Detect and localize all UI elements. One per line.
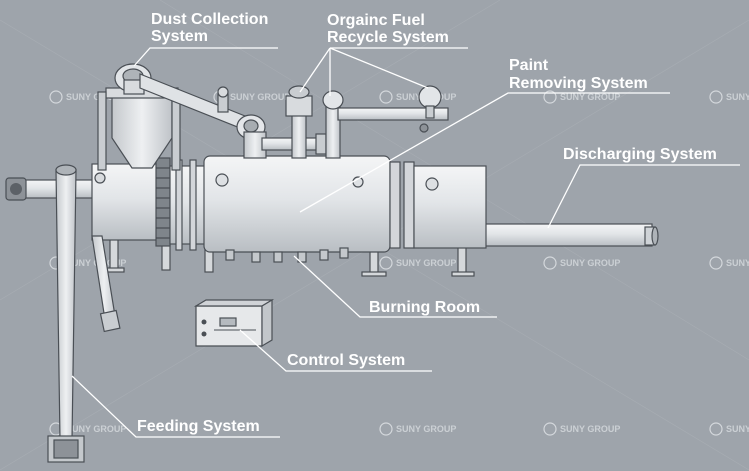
label-burning-room: Burning Room [369,299,480,316]
watermark: SUNY GROUP [709,90,749,104]
fuel-recycle-unit [217,85,449,159]
leader-discharging [547,164,740,229]
watermark: SUNY GROUP [543,422,620,436]
feed-inlet-pipe [5,177,101,201]
svg-text:SUNY GROUP: SUNY GROUP [726,258,749,268]
label-organic-fuel-line1: Orgainc Fuel [327,12,425,29]
drum-rings-right [389,161,415,249]
label-feeding-system: Feeding System [137,418,260,435]
svg-text:SUNY GROUP: SUNY GROUP [560,258,620,268]
watermark: SUNY GROUP [543,256,620,270]
left-end-drum [91,163,163,241]
leader-burning [293,255,497,318]
watermark: SUNY GROUP [379,422,456,436]
label-organic-fuel-line2: Recycle System [327,29,449,46]
label-paint-removing-line2: Removing System [509,75,648,92]
callout-labels: Dust Collection System Orgainc Fuel Recy… [137,11,717,435]
feeding-conveyor [47,164,85,463]
watermark: SUNY GROUP [709,422,749,436]
svg-text:SUNY GROUP: SUNY GROUP [560,424,620,434]
right-end-chamber [413,165,487,249]
svg-text:SUNY GROUP: SUNY GROUP [66,424,126,434]
dust-collector [97,63,181,171]
burner-nozzles [225,247,349,263]
watermark: SUNY GROUP [379,90,456,104]
svg-text:SUNY GROUP: SUNY GROUP [726,92,749,102]
machine [5,63,659,463]
svg-text:SUNY GROUP: SUNY GROUP [230,92,290,102]
label-control-system: Control System [287,352,405,369]
watermark: SUNY GROUP [379,256,456,270]
svg-text:SUNY GROUP: SUNY GROUP [66,92,126,102]
label-paint-removing-line1: Paint [509,57,549,74]
label-discharging: Discharging System [563,146,717,163]
control-cabinet [193,298,275,348]
support-frame [103,237,475,277]
gear-teeth [156,167,170,239]
svg-text:SUNY GROUP: SUNY GROUP [396,424,456,434]
ash-chute [91,235,121,333]
leader-dust [133,47,278,67]
burning-room-cylinder [203,155,391,253]
svg-text:SUNY GROUP: SUNY GROUP [726,424,749,434]
leader-control [239,329,432,372]
svg-text:SUNY GROUP: SUNY GROUP [560,92,620,102]
leader-feeding [71,375,280,438]
leader-paint [299,92,670,213]
svg-text:SUNY GROUP: SUNY GROUP [396,258,456,268]
label-dust-collection-line2: System [151,28,208,45]
discharging-pipe [481,223,659,247]
watermark: SUNY GROUP [543,90,620,104]
drum-section [169,165,207,245]
watermark: SUNY GROUP [709,256,749,270]
watermark: SUNY GROUP [49,90,126,104]
leader-lines [71,47,740,438]
label-dust-collection-line1: Dust Collection [151,11,268,28]
drive-gear-ring [155,157,171,247]
